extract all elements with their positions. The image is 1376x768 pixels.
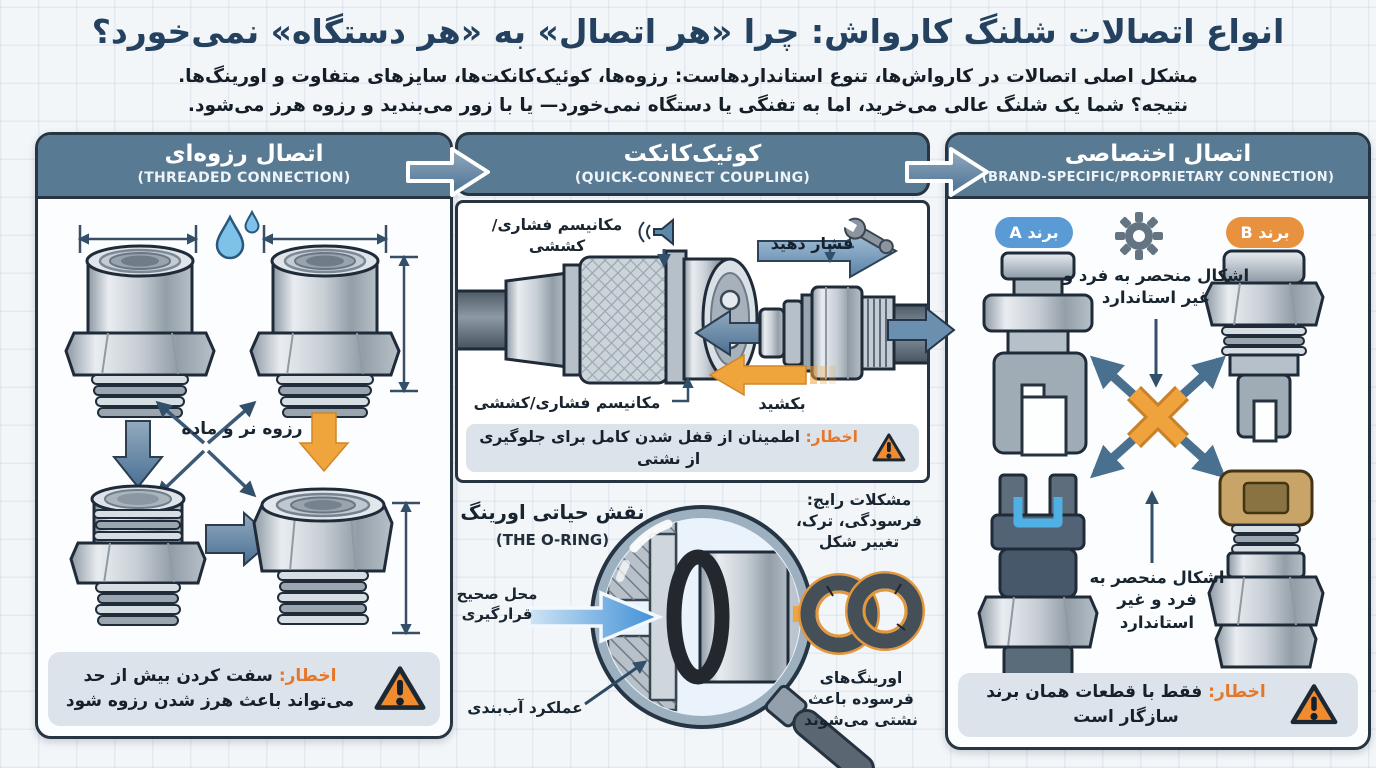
threaded-fittings-illustration: [64, 209, 420, 636]
flow-arrow-1: [406, 147, 490, 197]
wrench-icon: [842, 217, 894, 255]
incompatibility-cross: [1089, 355, 1227, 479]
proprietary-warning: اخطار: فقط با قطعات همان برند سازگار است: [958, 673, 1358, 737]
threaded-warning-text: اخطار: سفت کردن بیش از حد می‌تواند باعث …: [60, 664, 360, 713]
seal-pointer-arrow: [584, 660, 648, 706]
page-title: انواع اتصالات شلنگ کارواش: چرا «هر اتصال…: [91, 12, 1285, 51]
panel-proprietary-title-fa: اتصال اختصاصی: [1064, 141, 1252, 167]
gear-icon: [1115, 212, 1163, 260]
panel-proprietary: اتصال اختصاصی (BRAND-SPECIFIC/PROPRIETAR…: [945, 132, 1371, 750]
panel-proprietary-title-en: (BRAND-SPECIFIC/PROPRIETARY CONNECTION): [981, 169, 1335, 185]
brand-a-connector: [982, 251, 1094, 457]
magnifying-glass-icon: [590, 505, 875, 768]
warning-triangle-icon: [374, 666, 426, 710]
brand-a-badge: برند A: [995, 217, 1073, 248]
page-subtitle-1: مشکل اصلی اتصالات در کارواش‌ها، تنوع است…: [178, 66, 1198, 87]
warning-prefix: اخطار:: [278, 666, 337, 687]
pointer-up-arrow: [1145, 490, 1159, 563]
hose-exit-arrow: [887, 305, 956, 355]
down-arrow-orange: [298, 412, 350, 473]
worn-orings-icon: [793, 571, 925, 655]
flow-arrow-2: [905, 147, 989, 197]
pull-label: بکشید: [758, 394, 806, 413]
oring-section: نقش حیاتی اورینگ (THE O-RING): [455, 486, 930, 768]
push-label: فشار دهید: [770, 234, 854, 253]
panel-threaded-header: اتصال رزوه‌ای (THREADED CONNECTION): [38, 135, 450, 199]
water-drop-icon: [215, 209, 260, 260]
warning-body: فقط با قطعات همان برند سازگار است: [986, 682, 1203, 727]
panel-quick-header: کوئیک‌کانکت (QUICK-CONNECT COUPLING): [455, 132, 930, 196]
mechanism-label-top: مکانیسم فشاری/کششی: [491, 216, 623, 255]
panel-threaded-title-fa: اتصال رزوه‌ای: [164, 141, 324, 167]
panel-threaded: اتصال رزوه‌ای (THREADED CONNECTION): [35, 132, 453, 739]
cross-arrows: [155, 400, 257, 498]
panel-quick-title-en: (QUICK-CONNECT COUPLING): [574, 169, 811, 186]
oring-problems-label: مشکلات رایج: فرسودگی، ترک، تغییر شکل: [796, 491, 922, 551]
male-female-thread-label: رزوه نر و ماده: [181, 419, 303, 439]
warning-body: سفت کردن بیش از حد می‌تواند باعث هرز شدن…: [65, 666, 355, 711]
oring-title-fa: نقش حیاتی اورینگ: [460, 501, 645, 524]
oring-title-en: (THE O-RING): [495, 531, 610, 549]
placement-arrow: [527, 590, 664, 644]
threaded-warning: اخطار: سفت کردن بیش از حد می‌تواند باعث …: [48, 652, 440, 726]
blue-insert: [1013, 497, 1063, 528]
unique-shapes-label-bottom: اشکال منحصر به فرد و غیر استاندارد: [1089, 568, 1225, 632]
seal-function-label: عملکرد آب‌بندی: [467, 699, 583, 717]
placement-label: محل صحیح قرارگیری: [456, 585, 538, 624]
unique-shapes-label-top: اشکال منحصر به فرد و غیر استاندارد: [1062, 266, 1250, 308]
page-subtitle-2: نتیجه؟ شما یک شلنگ عالی می‌خرید، اما به …: [187, 95, 1189, 116]
warning-triangle-icon: [872, 433, 906, 462]
quick-warning: اخطار: اطمینان از قفل شدن کامل برای جلوگ…: [466, 424, 919, 472]
warning-body: اطمینان از قفل شدن کامل برای جلوگیری از …: [479, 427, 801, 468]
panel-threaded-title-en: (THREADED CONNECTION): [137, 169, 351, 186]
warning-triangle-icon: [1290, 684, 1338, 725]
worn-orings-label: اورینگ‌های فرسوده باعث نشتی می‌شوند: [803, 669, 918, 729]
pull-arrow: [708, 353, 836, 397]
quick-connect-illustration: [458, 217, 927, 403]
warning-prefix: اخطار:: [1208, 682, 1266, 703]
quick-warning-text: اخطار: اطمینان از قفل شدن کامل برای جلوگ…: [478, 426, 859, 471]
speaker-icon: [638, 217, 674, 247]
proprietary-warning-text: اخطار: فقط با قطعات همان برند سازگار است: [976, 680, 1276, 729]
down-arrow-blue: [111, 420, 165, 489]
magnifier-handle: [764, 684, 875, 768]
warning-prefix: اخطار:: [805, 427, 858, 446]
panel-quick-title-fa: کوئیک‌کانکت: [623, 141, 762, 167]
brand-b-connector-bottom: [1207, 469, 1325, 669]
brand-a-connector-bottom: [977, 473, 1099, 695]
quick-connect-box: مکانیسم فشاری/کششی فشار دهید بکشید مکانی…: [455, 200, 930, 483]
mechanism-label-bottom: مکانیسم فشاری/کششی: [473, 394, 661, 412]
panel-proprietary-header: اتصال اختصاصی (BRAND-SPECIFIC/PROPRIETAR…: [948, 135, 1368, 199]
orange-x-icon: [1126, 385, 1190, 449]
brand-b-connector: [1203, 249, 1325, 443]
brand-b-badge: برند B: [1226, 217, 1304, 248]
